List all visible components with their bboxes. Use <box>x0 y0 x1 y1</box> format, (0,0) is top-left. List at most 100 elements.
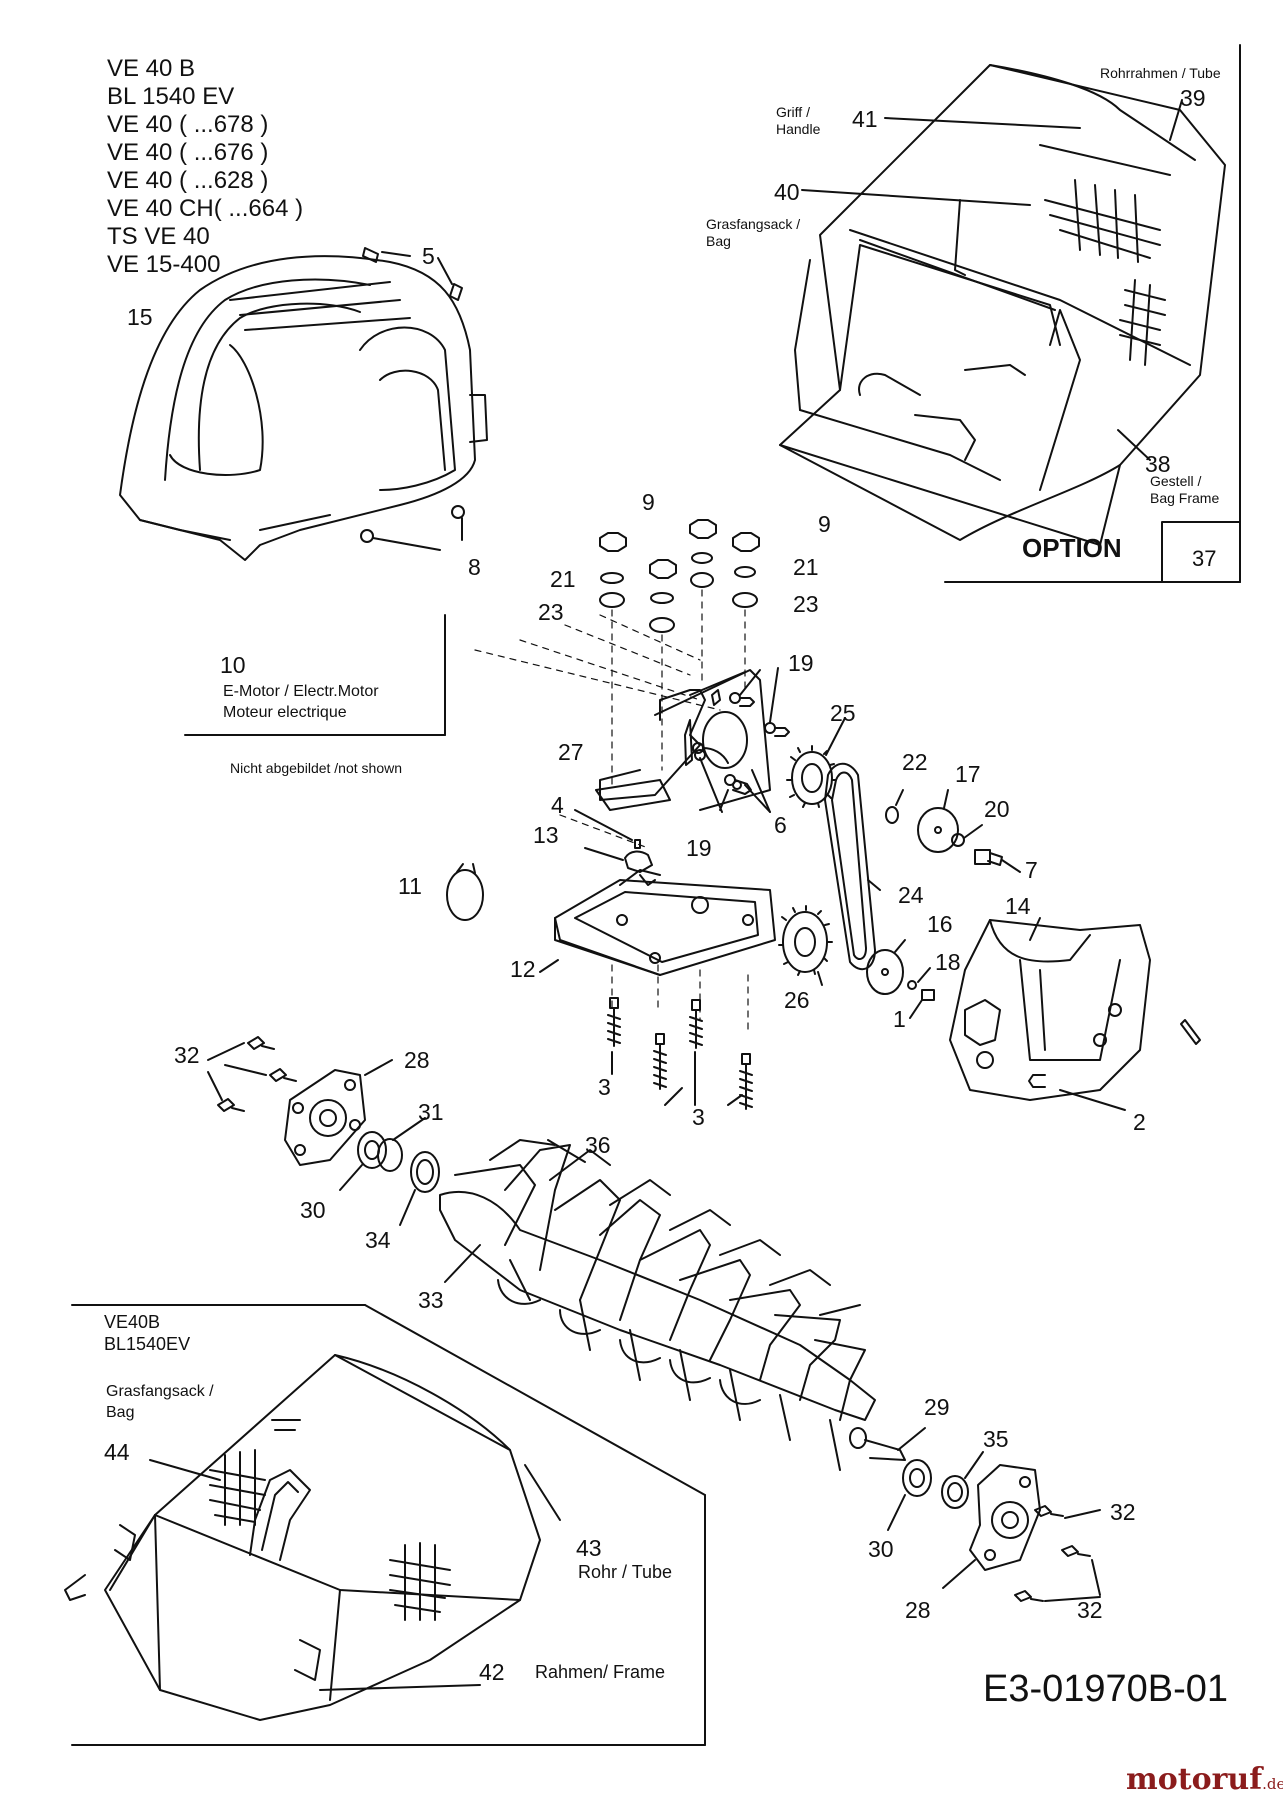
lower-tube-label: Rohr / Tube <box>578 1562 673 1582</box>
part-number-24: 24 <box>898 882 924 908</box>
option-leader-lines <box>801 99 1183 461</box>
dashed-assembly-lines <box>474 589 749 1031</box>
handle-label-2: Handle <box>776 121 821 137</box>
motoruf-logo[interactable]: motoruf.de <box>1126 1762 1283 1797</box>
drive-belt-24-drawing <box>824 762 881 971</box>
part-number-23: 23 <box>793 591 819 617</box>
part-number-12: 12 <box>510 956 536 982</box>
model-line: VE 40 ( ...676 ) <box>107 139 269 166</box>
part-number-4: 4 <box>551 792 564 818</box>
part-number-1: 1 <box>893 1006 906 1032</box>
screw-5-drawing <box>362 247 463 301</box>
part-number-22: 22 <box>902 749 928 775</box>
disc-16-18-1-drawing <box>866 939 935 1019</box>
bolts-19-6-drawing <box>692 667 790 813</box>
not-shown-note: Nicht abgebildet /not shown <box>230 760 402 776</box>
part-number-10: 10 <box>220 652 246 678</box>
model-line: VE 40 CH( ...664 ) <box>107 195 304 222</box>
part-number-35: 35 <box>983 1426 1009 1452</box>
part-number-21: 21 <box>793 554 819 580</box>
nut-8-drawing <box>360 505 465 551</box>
lower-model-1: VE40B <box>104 1312 161 1332</box>
option-grass-catcher-drawing <box>779 64 1226 546</box>
frame-label-1: Gestell / <box>1150 473 1202 489</box>
part-number-25: 25 <box>830 700 856 726</box>
belt-cover-14-drawing <box>949 917 1151 1101</box>
model-list: VE 40 B BL 1540 EV VE 40 ( ...678 ) VE 4… <box>107 55 303 279</box>
part-number-43: 43 <box>576 1535 602 1561</box>
part-number-23: 23 <box>538 599 564 625</box>
model-line: VE 40 ( ...678 ) <box>107 111 269 138</box>
drawing-code: E3-01970B-01 <box>983 1668 1229 1710</box>
screw-2-drawing <box>1028 1019 1201 1111</box>
part-number-2: 2 <box>1133 1109 1146 1135</box>
part-number-18: 18 <box>935 949 961 975</box>
hub-parts-drawing <box>885 789 1021 873</box>
parts-4-13-drawing <box>574 809 656 886</box>
handle-label-1: Griff / <box>776 104 810 120</box>
option-number: 37 <box>1192 546 1217 571</box>
left-bearing-parts-drawing <box>339 1117 440 1226</box>
part-number-41: 41 <box>852 106 878 132</box>
bag-label-1: Grasfangsack / <box>706 216 801 232</box>
motor-label-2: Moteur electrique <box>223 704 347 721</box>
base-plate-12-drawing <box>446 863 776 976</box>
lower-box-border <box>71 1304 706 1746</box>
part-number-30: 30 <box>868 1536 894 1562</box>
motor-cover-drawing <box>119 255 488 561</box>
part-number-7: 7 <box>1025 857 1038 883</box>
motor-label-1: E-Motor / Electr.Motor <box>223 683 379 700</box>
part-number-27: 27 <box>558 739 584 765</box>
part-number-15: 15 <box>127 304 153 330</box>
part-number-9: 9 <box>642 489 655 515</box>
model-line: TS VE 40 <box>107 223 210 250</box>
option-title: OPTION <box>1022 533 1122 563</box>
part-number-42: 42 <box>479 1659 505 1685</box>
model-line: BL 1540 EV <box>107 83 235 110</box>
part-number-14: 14 <box>1005 893 1031 919</box>
part-number-44: 44 <box>104 1439 130 1465</box>
part-number-17: 17 <box>955 761 981 787</box>
part-number-34: 34 <box>365 1227 391 1253</box>
bolts-3-drawing <box>607 997 753 1110</box>
frame-label-2: Bag Frame <box>1150 490 1220 506</box>
tube-label: Rohrrahmen / Tube <box>1100 65 1221 81</box>
part-number-19: 19 <box>686 835 712 861</box>
model-line: VE 40 B <box>107 55 196 82</box>
part-number-28: 28 <box>404 1047 430 1073</box>
part-number-40: 40 <box>774 179 800 205</box>
motor-box <box>184 614 446 736</box>
part-number-38: 38 <box>1145 451 1171 477</box>
part-number-16: 16 <box>927 911 953 937</box>
part-number-9: 9 <box>818 511 831 537</box>
gear-25-drawing <box>786 717 846 808</box>
lower-bag-label-2: Bag <box>106 1404 135 1421</box>
part-number-26: 26 <box>784 987 810 1013</box>
part-number-36: 36 <box>585 1132 611 1158</box>
option-box-border <box>944 44 1241 583</box>
left-flange-28-drawing <box>207 1036 393 1166</box>
part-number-28: 28 <box>905 1597 931 1623</box>
part-number-19: 19 <box>788 650 814 676</box>
part-number-32: 32 <box>174 1042 200 1068</box>
part-number-32: 32 <box>1110 1499 1136 1525</box>
part-number-6: 6 <box>774 812 787 838</box>
logo-suffix: .de <box>1262 1775 1283 1793</box>
part-number-32: 32 <box>1077 1597 1103 1623</box>
lower-bag-label-1: Grasfangsack / <box>106 1383 214 1400</box>
tine-shaft-drawing <box>439 1139 926 1471</box>
bag-label-2: Bag <box>706 233 731 249</box>
part-number-11: 11 <box>398 873 422 899</box>
part-number-3: 3 <box>598 1074 611 1100</box>
lower-model-2: BL1540EV <box>104 1334 191 1354</box>
lower-frame-label: Rahmen/ Frame <box>535 1662 666 1682</box>
model-line: VE 40 ( ...628 ) <box>107 167 269 194</box>
part-number-20: 20 <box>984 796 1010 822</box>
part-number-39: 39 <box>1180 85 1206 111</box>
right-flange-28-drawing <box>887 1451 1101 1602</box>
part-number-31: 31 <box>418 1099 444 1125</box>
part-number-5: 5 <box>422 243 435 269</box>
gear-26-drawing <box>778 905 833 986</box>
part-number-33: 33 <box>418 1287 444 1313</box>
